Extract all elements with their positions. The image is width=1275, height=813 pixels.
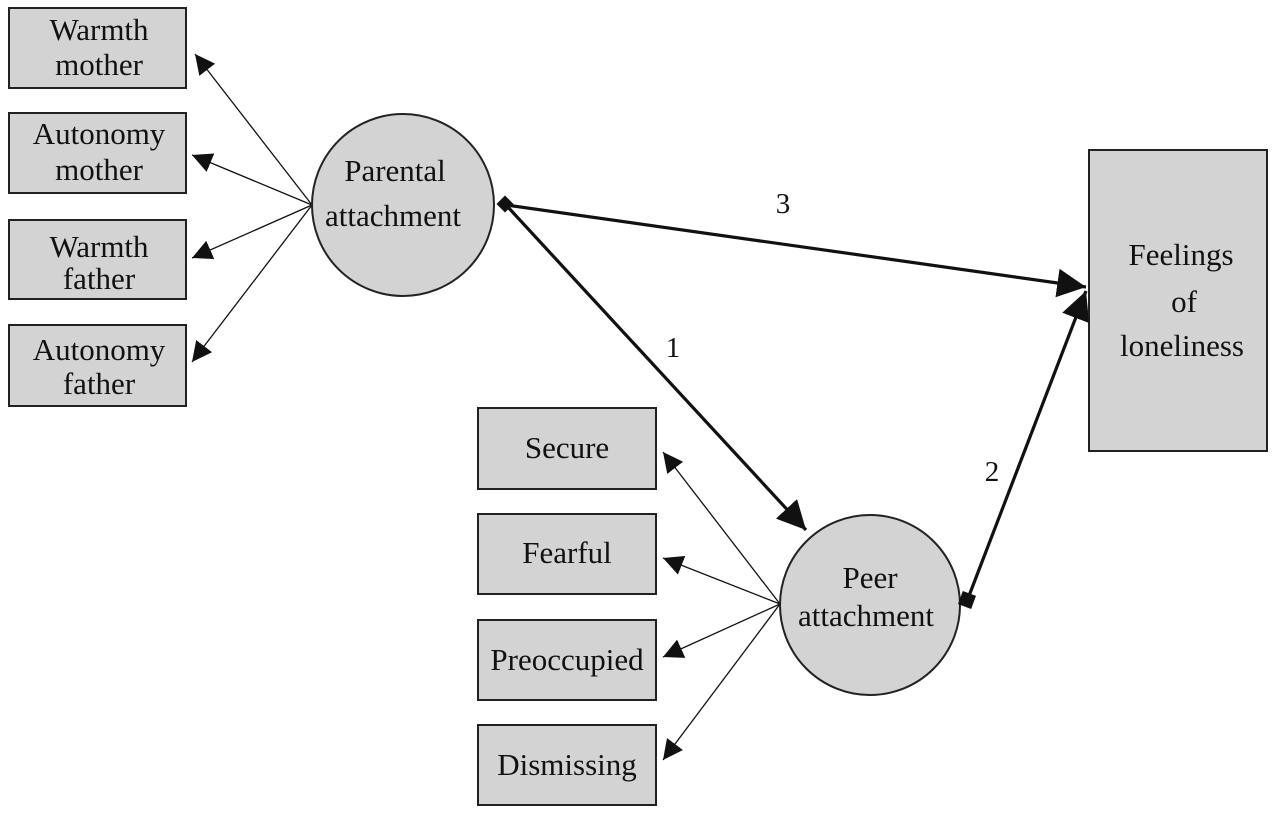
indicator-secure: Secure bbox=[477, 407, 657, 490]
path-2-label: 2 bbox=[985, 456, 1000, 488]
path-3-label: 3 bbox=[776, 188, 791, 220]
latent-label-line2: attachment bbox=[325, 198, 461, 233]
indicator-autonomy-father: Autonomy father bbox=[8, 324, 187, 407]
path-3-parental-to-loneliness bbox=[505, 203, 1087, 298]
indicator-dismissing: Dismissing bbox=[477, 724, 657, 806]
path-1-parental-to-peer bbox=[496, 195, 808, 532]
latent-parental-attachment: Parental attachment bbox=[311, 113, 495, 297]
loading-arrow-autonomy-father bbox=[191, 204, 313, 363]
indicator-label-line1: Warmth bbox=[49, 229, 149, 264]
latent-label-line2: attachment bbox=[798, 598, 934, 633]
indicator-label: Fearful bbox=[522, 535, 612, 570]
indicator-label-line2: mother bbox=[55, 152, 143, 187]
indicator-label: Secure bbox=[525, 430, 609, 465]
loading-arrow-fearful bbox=[662, 556, 781, 605]
path-origin-marker bbox=[496, 195, 514, 213]
loading-arrow-warmth-father bbox=[191, 204, 313, 260]
latent-label-line1: Peer bbox=[842, 560, 898, 595]
loading-arrow-secure bbox=[662, 451, 781, 605]
latent-label-line1: Parental bbox=[344, 153, 446, 188]
indicator-label-line1: Autonomy bbox=[33, 332, 166, 367]
indicator-warmth-mother: Warmth mother bbox=[8, 7, 187, 89]
loading-arrow-warmth-mother bbox=[194, 53, 313, 206]
indicator-label-line1: Autonomy bbox=[33, 116, 166, 151]
outcome-feelings-of-loneliness: Feelings of loneliness bbox=[1088, 149, 1268, 452]
outcome-label-line1: Feelings bbox=[1128, 237, 1233, 272]
indicator-label: Dismissing bbox=[497, 747, 637, 782]
indicator-label-line1: Warmth bbox=[49, 12, 149, 47]
latent-peer-attachment: Peer attachment bbox=[779, 514, 961, 696]
indicator-preoccupied: Preoccupied bbox=[477, 619, 657, 701]
indicator-autonomy-mother: Autonomy mother bbox=[8, 112, 187, 194]
loading-arrow-autonomy-mother bbox=[191, 153, 313, 206]
loading-arrow-preoccupied bbox=[662, 603, 781, 658]
indicator-fearful: Fearful bbox=[477, 513, 657, 595]
indicator-warmth-father: Warmth father bbox=[8, 219, 187, 300]
loading-arrow-dismissing bbox=[662, 603, 781, 761]
indicator-label-line2: father bbox=[63, 366, 136, 401]
outcome-label-line3: loneliness bbox=[1120, 328, 1244, 363]
indicator-label-line2: father bbox=[63, 261, 136, 296]
path-2-peer-to-loneliness bbox=[958, 290, 1090, 609]
outcome-label-line2: of bbox=[1171, 284, 1198, 319]
indicator-label-line2: mother bbox=[55, 47, 143, 82]
path-origin-marker bbox=[958, 591, 976, 609]
path-1-label: 1 bbox=[666, 332, 681, 364]
indicator-label: Preoccupied bbox=[490, 642, 644, 677]
